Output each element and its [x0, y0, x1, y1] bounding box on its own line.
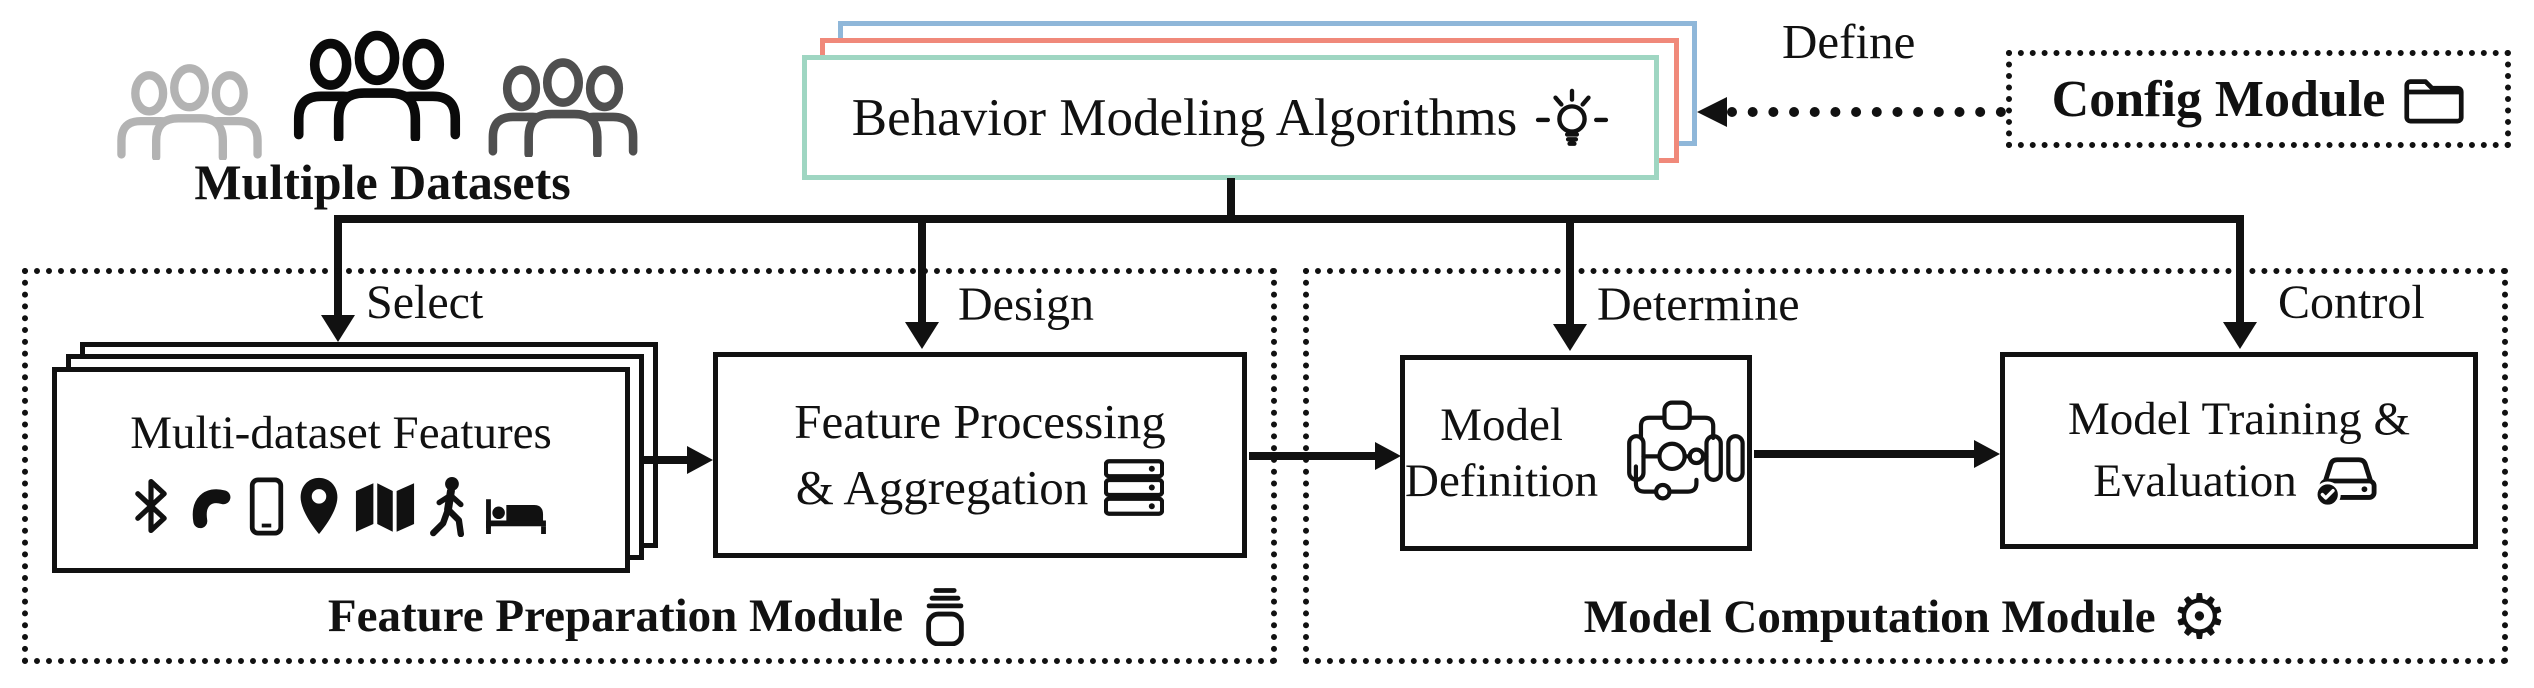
model-training-line1: Model Training & — [2067, 392, 2411, 445]
users-group-icon-black — [293, 30, 461, 141]
phone-icon — [192, 489, 230, 529]
processing-to-definition-line — [1249, 452, 1377, 460]
design-arrowhead — [905, 322, 939, 349]
behavior-stem-line — [1227, 178, 1235, 218]
multi-dataset-features-label: Multi-dataset Features — [130, 406, 552, 459]
smartphone-icon — [249, 476, 283, 536]
control-arrow-label: Control — [2278, 276, 2425, 329]
bed-icon — [485, 499, 546, 534]
define-dashed-line — [1727, 107, 2006, 117]
model-definition-line2: Definition — [1405, 455, 1599, 507]
define-arrow-label: Define — [1782, 14, 1916, 69]
design-arrow-label: Design — [958, 278, 1094, 331]
processing-to-definition-arrowhead — [1375, 442, 1401, 470]
control-arrowhead — [2223, 322, 2257, 349]
feature-processing-line1: Feature Processing — [794, 394, 1166, 449]
definition-to-training-line — [1754, 450, 1976, 458]
gear-icon: ⚙ — [2171, 580, 2228, 653]
features-to-processing-arrowhead — [687, 446, 713, 474]
feature-processing-box: Feature Processing & Aggregation — [713, 352, 1247, 558]
multi-dataset-features-box: Multi-dataset Features — [52, 367, 630, 573]
bluetooth-icon — [134, 478, 167, 534]
feature-preparation-module-container — [22, 268, 1277, 664]
model-computation-module-container — [1303, 268, 2508, 664]
model-definition-box: Model Definition — [1400, 355, 1752, 551]
walking-person-icon — [429, 476, 464, 537]
select-arrowhead — [321, 315, 355, 342]
lightbulb-icon — [1536, 88, 1609, 146]
model-training-box: Model Training & Evaluation — [2000, 352, 2478, 549]
dataset-icons-row — [134, 476, 548, 537]
users-group-icon-dark — [488, 58, 638, 157]
map-icon — [355, 482, 414, 532]
behavior-modeling-box: Behavior Modeling Algorithms — [802, 55, 1659, 180]
feature-processing-line2: & Aggregation — [795, 460, 1089, 515]
model-definition-line1: Model — [1440, 398, 1563, 451]
feature-preparation-module-title: Feature Preparation Module — [22, 586, 1277, 646]
users-group-icon-light — [117, 64, 262, 160]
folder-icon — [2404, 78, 2464, 123]
model-computation-title-text: Model Computation Module — [1583, 591, 2156, 643]
behavior-modeling-label: Behavior Modeling Algorithms — [851, 88, 1518, 147]
trunk-line — [334, 215, 2244, 223]
jar-icon — [926, 588, 964, 646]
feature-preparation-title-text: Feature Preparation Module — [327, 590, 904, 642]
define-arrowhead — [1697, 97, 1727, 127]
model-training-line2: Evaluation — [2093, 454, 2297, 507]
definition-to-training-arrowhead — [1974, 440, 2000, 468]
select-arrow-label: Select — [366, 276, 484, 329]
config-module-box: Config Module — [2006, 50, 2511, 148]
drive-check-icon — [2314, 456, 2377, 508]
server-icon — [1104, 459, 1165, 516]
config-module-label: Config Module — [2051, 70, 2386, 128]
model-graph-icon — [1627, 400, 1745, 501]
location-pin-icon — [300, 477, 337, 535]
determine-arrowhead — [1553, 324, 1587, 351]
features-to-processing-line — [644, 456, 692, 464]
model-computation-module-title: Model Computation Module ⚙ — [1303, 586, 2508, 648]
multiple-datasets-label: Multiple Datasets — [194, 154, 571, 210]
determine-arrow-label: Determine — [1597, 278, 1800, 331]
